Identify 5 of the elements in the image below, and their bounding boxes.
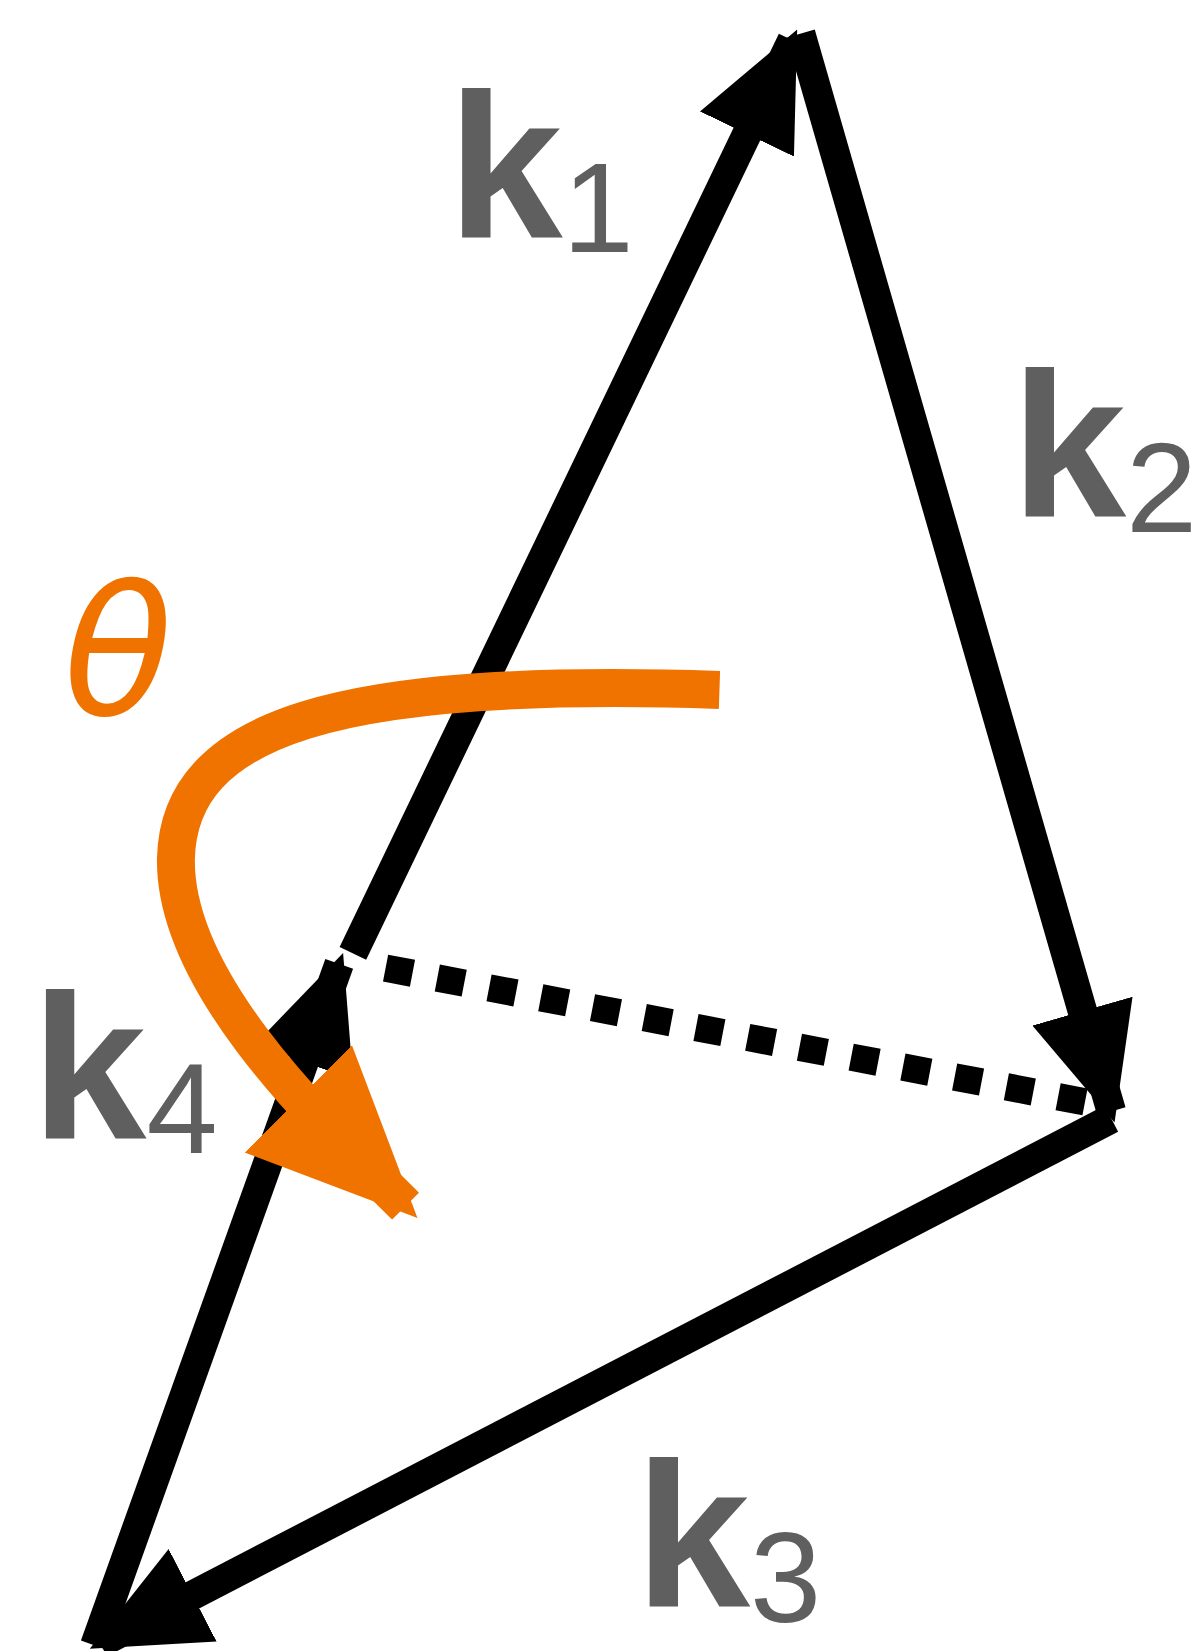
vector-label: k$_{2}$: [1011, 342, 1198, 553]
angle-label: θ: [63, 563, 173, 743]
vector-label: k$_{1}$: [447, 63, 634, 273]
vector-label: k$_{3}$: [635, 1432, 822, 1643]
vector-label: k$_{4}$: [31, 963, 218, 1174]
